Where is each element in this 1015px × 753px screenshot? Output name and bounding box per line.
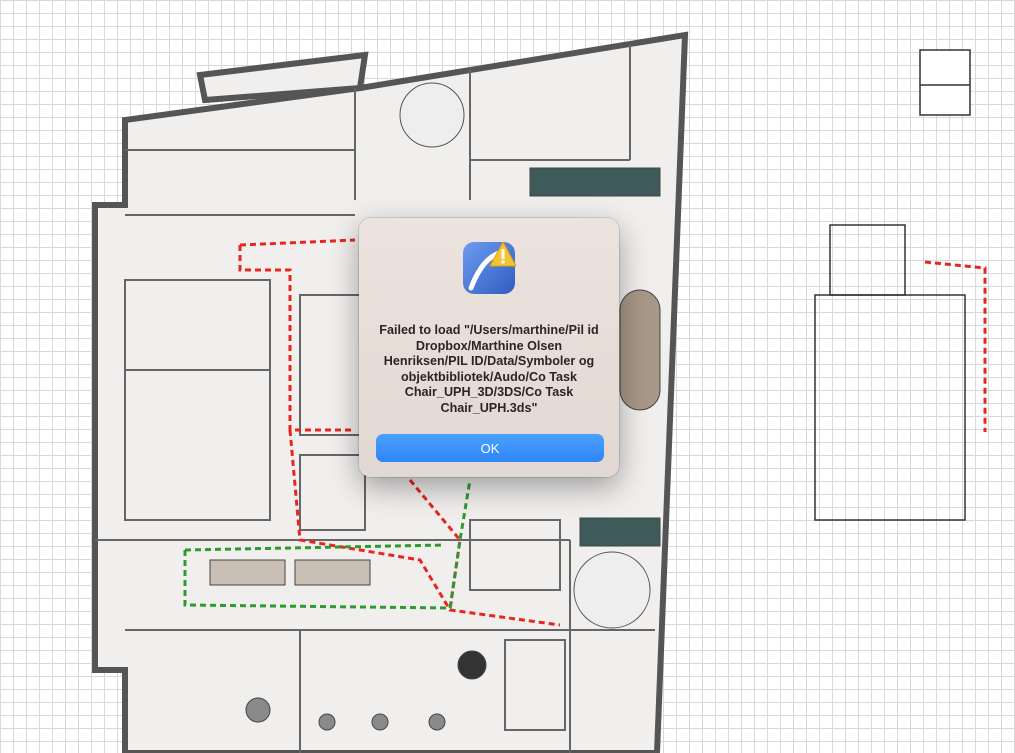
mini-plan-right xyxy=(814,224,987,521)
ok-button[interactable]: OK xyxy=(376,434,604,462)
error-alert-dialog: Failed to load "/Users/marthine/Pil id D… xyxy=(359,218,619,477)
stairs xyxy=(399,82,651,629)
warning-icon xyxy=(489,241,517,267)
error-message: Failed to load "/Users/marthine/Pil id D… xyxy=(379,323,599,415)
route-red xyxy=(238,238,561,627)
interior-walls xyxy=(95,45,655,753)
route-green xyxy=(183,479,472,610)
mini-plan-top-right xyxy=(919,49,971,116)
furniture xyxy=(209,167,661,731)
